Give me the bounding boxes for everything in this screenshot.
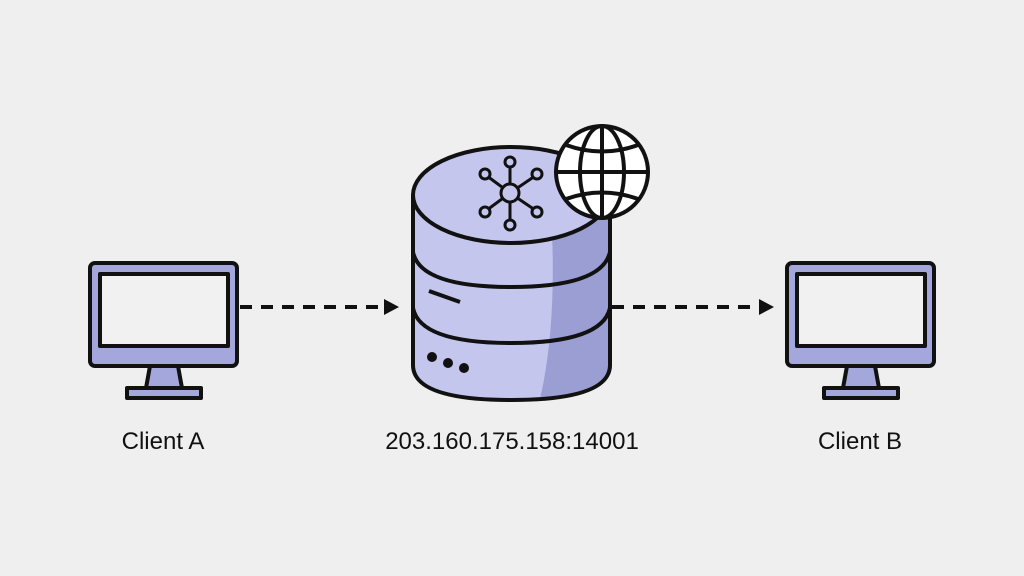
arrow-client-a-to-server — [240, 299, 399, 315]
drive-slot-icon — [428, 289, 461, 304]
client-a-monitor-icon — [88, 261, 239, 400]
server-address-label: 203.160.175.158:14001 — [385, 428, 639, 455]
globe-icon — [554, 124, 650, 220]
arrow-server-to-client-b — [612, 299, 774, 315]
client-a-label: Client A — [121, 428, 205, 455]
client-b-monitor-icon — [785, 261, 936, 400]
status-dots-icon — [427, 352, 469, 373]
client-b-label: Client B — [817, 428, 903, 455]
network-hub-icon — [478, 155, 544, 232]
